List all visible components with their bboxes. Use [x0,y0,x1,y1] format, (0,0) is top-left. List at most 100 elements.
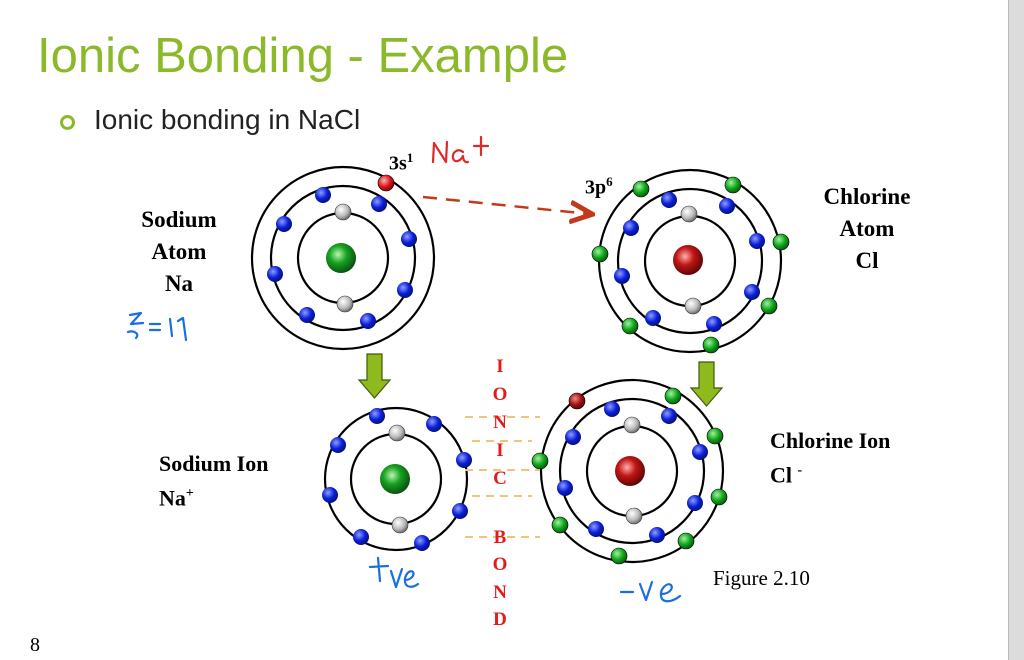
sodium-atom [250,165,436,351]
shell-3 [539,378,725,564]
bond-letter: D [493,609,507,630]
electron-transfer-arrow [422,195,590,214]
electron [706,316,722,332]
inner-electron [684,297,702,315]
transferred-electron [377,174,395,192]
valence-electron [621,317,639,335]
na-nucleus [380,464,410,494]
sodium-ion-label: Sodium Ion Na+ [159,449,268,513]
electron [604,401,620,417]
chlorine-ion-name: Chlorine Ion [770,428,891,453]
shell-2 [269,184,417,332]
sodium-ion-charge: + [185,486,194,501]
shell-2 [558,397,706,545]
valence-electron [551,516,569,534]
electron [330,437,346,453]
valence-electron [531,452,549,470]
electron [744,284,760,300]
valence-electron [677,532,695,550]
down-arrow-icon [357,353,392,399]
na-orbital-label: 3s1 [389,150,413,176]
electron [749,233,765,249]
bond-letter: O [493,384,508,405]
valence-electron [724,176,742,194]
electron [661,192,677,208]
bond-letter: C [493,468,507,489]
cl-orbital-sup: 6 [606,174,613,189]
electron [452,503,468,519]
cl-orbital-text: 3p [585,176,607,199]
chlorine-ion-symbol-line: Cl - [770,456,890,490]
bond-letter: N [493,412,507,433]
window-edge [1008,0,1024,660]
chlorine-ion-charge: - [797,463,803,478]
chlorine-ion [531,378,728,565]
valence-electron [706,427,724,445]
electron [353,529,369,545]
ink-plus-ve [368,556,420,589]
bond-letter: I [496,356,503,377]
na-orbital-sup: 1 [406,150,414,165]
sodium-atom-label-line2: Atom [151,239,207,264]
chlorine-atom-label: Chlorine Atom Cl [812,181,922,277]
electron [588,521,604,537]
down-arrow-icon [689,361,724,407]
inner-electron [388,424,406,442]
electron [397,282,413,298]
electron [614,268,630,284]
valence-electron [760,297,778,315]
electron [565,429,581,445]
chlorine-atom-label-line3: Cl [855,248,879,273]
sodium-atom-label-line3: Na [164,271,194,296]
inner-electron [336,295,354,313]
sodium-atom-label: Sodium Atom Na [127,204,231,300]
valence-electron [632,180,650,198]
chlorine-atom [591,168,790,354]
ink-na-plus [431,135,490,164]
electron [645,310,661,326]
shell-2 [616,187,764,335]
inner-electron [680,205,698,223]
electron [267,266,283,282]
shell-2 [323,406,469,552]
electron [719,198,735,214]
bullet-icon [60,115,75,130]
valence-electron [772,233,790,251]
sodium-ion-symbol: Na [159,485,186,511]
sodium-ion [322,406,472,552]
sodium-ion-name: Sodium Ion [159,451,269,476]
electron [649,527,665,543]
valence-electron [664,387,682,405]
bond-letter: N [493,582,507,603]
figure-caption: Figure 2.10 [713,566,810,590]
electron [276,216,292,232]
valence-electron [710,488,728,506]
ionic-bond-text: I O N I C B O N D [493,356,508,630]
na-orbital-text: 3s [389,152,407,175]
ink-z-equals-11 [126,311,188,342]
inner-electron [625,507,643,525]
cl-nucleus [673,245,703,275]
electron [401,231,417,247]
bullet-text: Ionic bonding in NaCl [94,104,361,135]
valence-electron [591,245,609,263]
inner-electron [623,416,641,434]
electron [322,487,338,503]
electron [299,307,315,323]
ionic-bond-lines [465,416,540,538]
chlorine-ion-symbol: Cl [770,462,792,488]
inner-electron [334,203,352,221]
electron [360,313,376,329]
bond-letter: B [494,527,507,548]
electron [369,408,385,424]
gained-electron [568,392,586,410]
electron [414,535,430,551]
inner-electron [391,516,409,534]
cl-nucleus [615,456,645,486]
shell-3 [250,165,436,351]
valence-electron [610,547,628,565]
electron [426,416,442,432]
sodium-atom-label-line1: Sodium [141,207,217,232]
electron [315,187,331,203]
